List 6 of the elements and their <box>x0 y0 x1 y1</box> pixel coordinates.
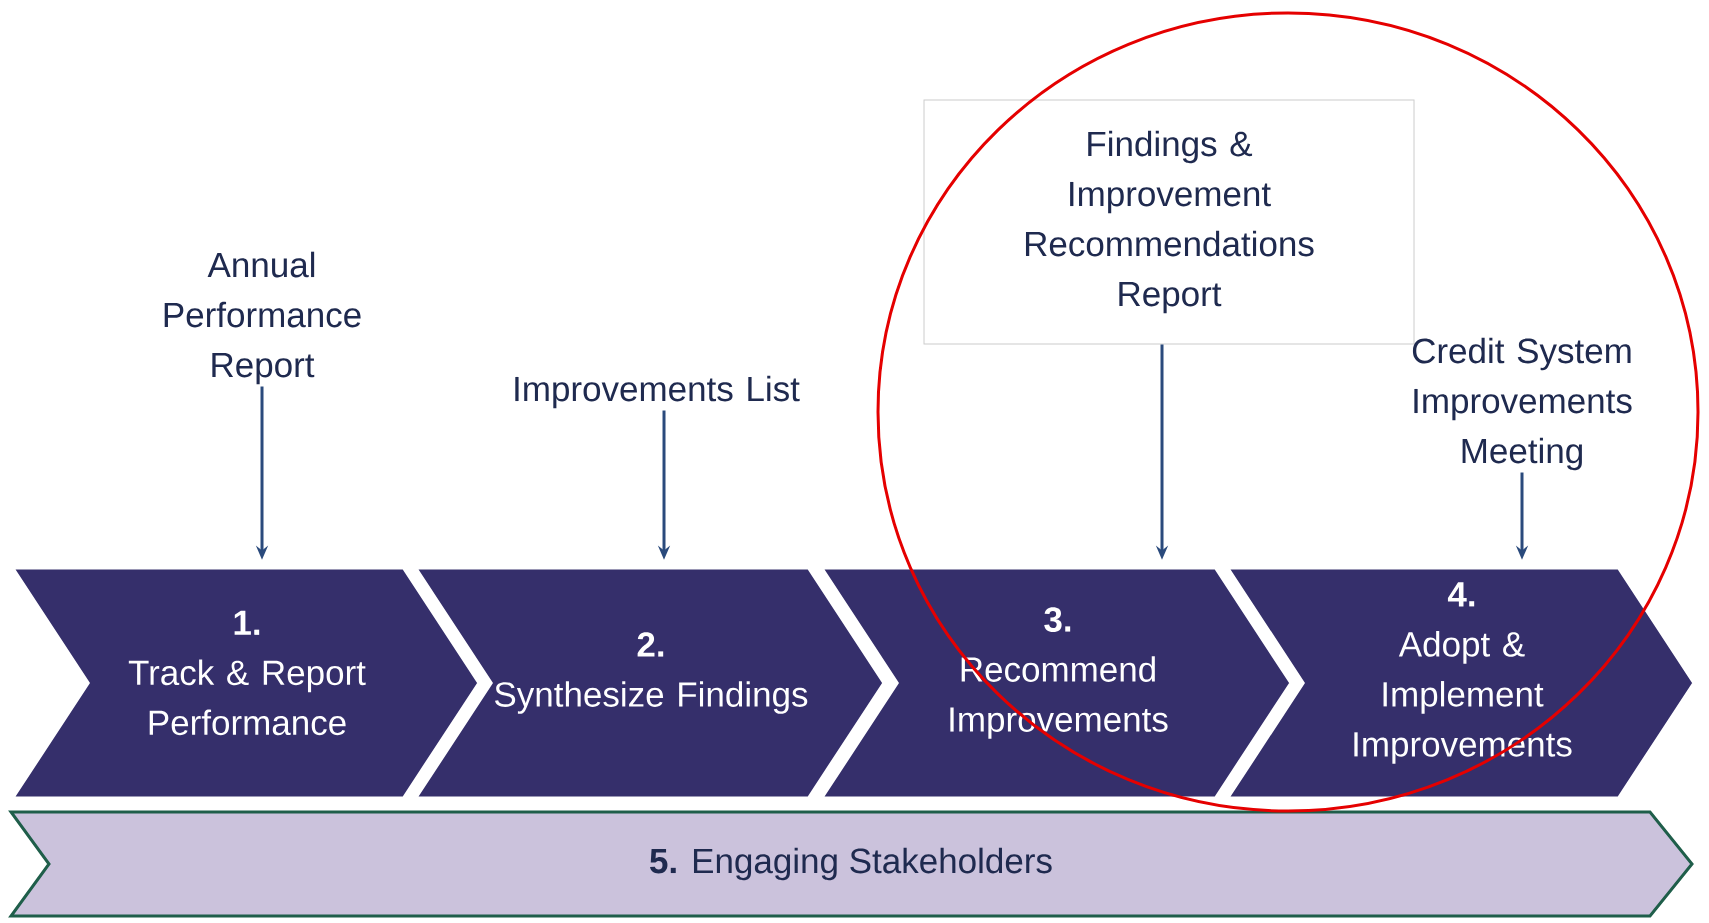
node-label: 4. <box>1447 582 1475 607</box>
output-label: Annual Performance Report <box>164 251 361 385</box>
report-box: Findings & Improvement Recommendations Report <box>923 99 1415 345</box>
output-label: Credit System Improvements Meeting <box>1412 337 1632 471</box>
stakeholder-band: 5. Engaging Stakeholders <box>8 810 1694 918</box>
output-label: Improvements List <box>515 375 800 409</box>
